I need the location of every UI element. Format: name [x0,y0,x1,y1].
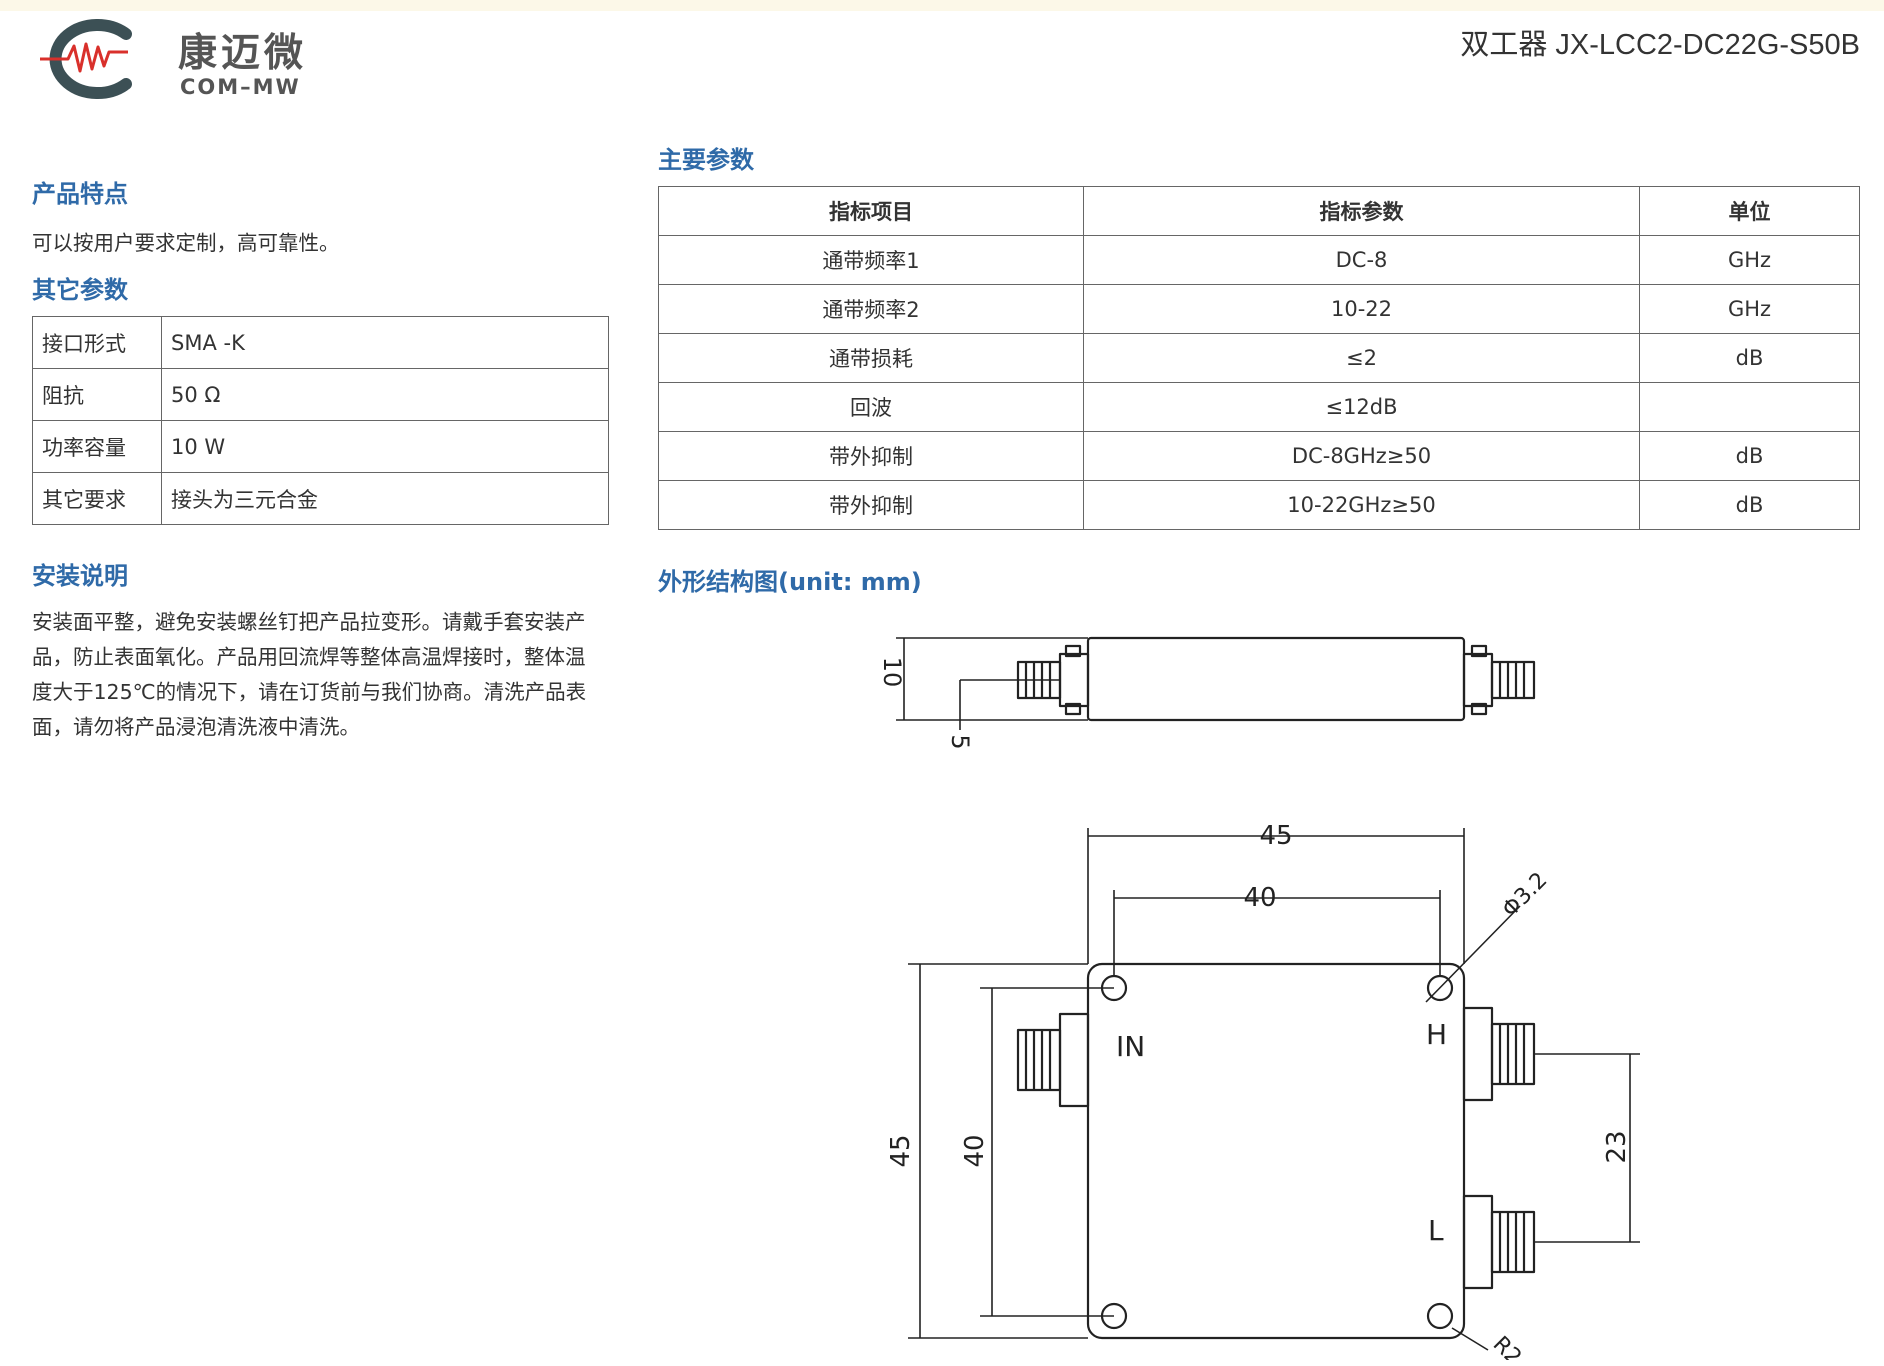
install-text: 安装面平整，避免安装螺丝钉把产品拉变形。请戴手套安装产品，防止表面氧化。产品用回… [32,610,587,739]
param-label: 阻抗 [32,368,162,421]
dim-width-holes: 40 [1243,883,1276,913]
spec-value: 10-22 [1083,284,1640,334]
dim-corner-radius: R2 [1488,1332,1526,1360]
table-header-row: 指标项目 指标参数 单位 [658,186,1860,236]
spec-unit: dB [1639,480,1860,530]
main-params-heading: 主要参数 [658,146,754,174]
outline-heading: 外形结构图(unit: mm) [658,568,922,596]
spec-unit: dB [1639,431,1860,481]
spec-item: 通带损耗 [658,333,1084,383]
spec-unit: GHz [1639,235,1860,285]
spec-value: ≤2 [1083,333,1640,383]
table-row: 通带频率1 DC-8 GHz [658,235,1860,285]
dim-hole-diameter: Φ3.2 [1498,868,1553,923]
table-row: 带外抑制 10-22GHz≥50 dB [658,480,1860,530]
table-row: 功率容量 10 W [32,420,609,473]
company-logo[interactable]: 康迈微 COM–MW [30,14,330,104]
spec-unit: GHz [1639,284,1860,334]
dim-side-offset: 5 [946,734,974,749]
table-row: 回波 ≤12dB [658,382,1860,432]
table-row: 接口形式 SMA -K [32,316,609,369]
param-value: SMA -K [161,316,609,369]
column-header: 指标项目 [658,186,1084,236]
logo-mark-icon [40,19,132,99]
column-header: 单位 [1639,186,1860,236]
spec-item: 带外抑制 [658,480,1084,530]
side-view-dimensions [896,637,1088,730]
dim-height-total: 45 [886,1134,916,1167]
table-row: 其它要求 接头为三元合金 [32,472,609,525]
param-value: 10 W [161,420,609,473]
product-title: 双工器 JX-LCC2-DC22G-S50B [1460,29,1860,61]
features-text: 可以按用户要求定制，高可靠性。 [32,231,340,255]
port-label-low: L [1428,1214,1444,1247]
param-label: 其它要求 [32,472,162,525]
spec-value: DC-8GHz≥50 [1083,431,1640,481]
main-params-table: 指标项目 指标参数 单位 通带频率1 DC-8 GHz 通带频率2 10-22 … [658,186,1860,530]
spec-value: ≤12dB [1083,382,1640,432]
top-bar [0,0,1884,11]
port-label-in: IN [1116,1030,1145,1063]
spec-value: 10-22GHz≥50 [1083,480,1640,530]
logo-english-name: COM–MW [180,75,301,99]
features-heading: 产品特点 [32,180,128,208]
param-label: 功率容量 [32,420,162,473]
table-row: 通带频率2 10-22 GHz [658,284,1860,334]
other-params-table: 接口形式 SMA -K 阻抗 50 Ω 功率容量 10 W 其它要求 接头为三元… [32,316,609,525]
param-label: 接口形式 [32,316,162,369]
table-row: 阻抗 50 Ω [32,368,609,421]
other-params-heading: 其它参数 [32,276,128,304]
param-value: 接头为三元合金 [161,472,609,525]
spec-item: 回波 [658,382,1084,432]
top-view [1016,962,1536,1340]
port-label-high: H [1426,1018,1447,1051]
column-header: 指标参数 [1083,186,1640,236]
dim-port-spacing: 23 [1602,1130,1632,1163]
table-row: 带外抑制 DC-8GHz≥50 dB [658,431,1860,481]
side-view [1016,636,1536,722]
spec-item: 通带频率1 [658,235,1084,285]
dim-side-height: 10 [878,657,906,688]
dim-height-holes: 40 [960,1134,990,1167]
param-value: 50 Ω [161,368,609,421]
logo-chinese-name: 康迈微 [178,31,308,76]
spec-unit [1639,382,1860,432]
install-heading: 安装说明 [32,562,128,590]
spec-unit: dB [1639,333,1860,383]
top-view-dimensions [908,828,1640,1351]
table-row: 通带损耗 ≤2 dB [658,333,1860,383]
spec-item: 带外抑制 [658,431,1084,481]
spec-value: DC-8 [1083,235,1640,285]
outline-drawing: 10 5 45 40 Φ3.2 45 40 23 R2 IN H L [878,636,1640,1360]
dim-width-total: 45 [1259,821,1292,851]
spec-item: 通带频率2 [658,284,1084,334]
